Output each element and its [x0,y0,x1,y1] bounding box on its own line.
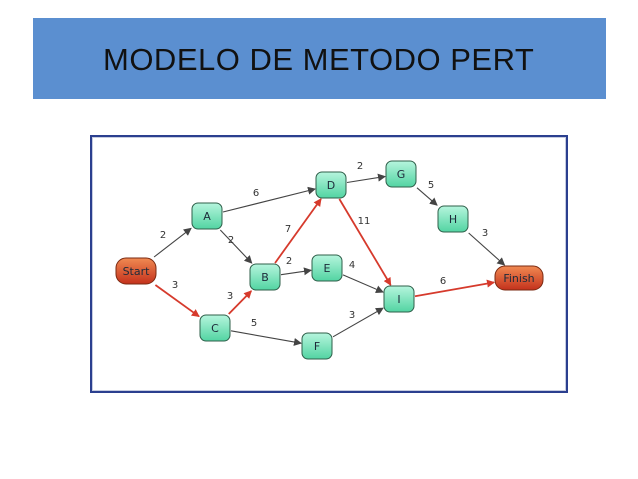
node-label: G [397,168,406,181]
edge-D-I [338,198,392,286]
edge-weight-label: 3 [227,291,233,302]
edge-I-finish [414,279,495,298]
edge-weight-label: 3 [172,280,178,291]
node-b: B [249,263,281,291]
node-label: Finish [503,272,534,285]
node-label: F [314,340,320,353]
edge-C-B [228,290,252,315]
edge-weight-label: 2 [286,256,292,267]
node-label: D [327,179,335,192]
node-g: G [385,160,417,188]
edge-C-F [230,330,302,346]
node-a: A [191,202,223,230]
node-d: D [315,171,347,199]
node-label: B [261,271,269,284]
edge-H-finish [468,232,506,266]
node-label: A [203,210,211,223]
edge-weight-label: 2 [160,230,166,241]
edge-G-H [416,187,438,206]
node-f: F [301,332,333,360]
edge-A-B [219,229,253,264]
edge-weight-label: 3 [349,310,355,321]
edge-B-E [280,267,312,276]
node-h: H [437,205,469,233]
node-finish: Finish [494,265,544,291]
node-label: E [324,262,331,275]
edge-weight-label: 7 [285,224,291,235]
node-label: Start [123,265,151,278]
edge-start-C [154,284,200,318]
edge-E-I [342,274,384,294]
edge-F-I [332,307,384,338]
title-bar: MODELO DE METODO PERT [33,18,606,99]
node-label: I [397,293,400,306]
edge-weight-label: 2 [228,235,234,246]
edge-weight-label: 11 [358,216,371,227]
edge-weight-label: 6 [253,188,259,199]
edge-start-A [153,227,192,258]
edge-weight-label: 5 [251,318,257,329]
node-e: E [311,254,343,282]
slide-title: MODELO DE METODO PERT [103,42,535,77]
edge-weight-label: 3 [482,228,488,239]
node-label: H [449,213,457,226]
edge-weight-label: 2 [357,161,363,172]
node-i: I [383,285,415,313]
edge-weight-label: 6 [440,276,446,287]
edge-B-D [274,198,322,264]
edge-A-D [222,186,316,213]
node-start: Start [115,257,157,285]
edge-weight-label: 5 [428,180,434,191]
edge-weight-label: 4 [349,260,355,271]
node-c: C [199,314,231,342]
edge-D-G [346,173,386,184]
node-label: C [211,322,219,335]
